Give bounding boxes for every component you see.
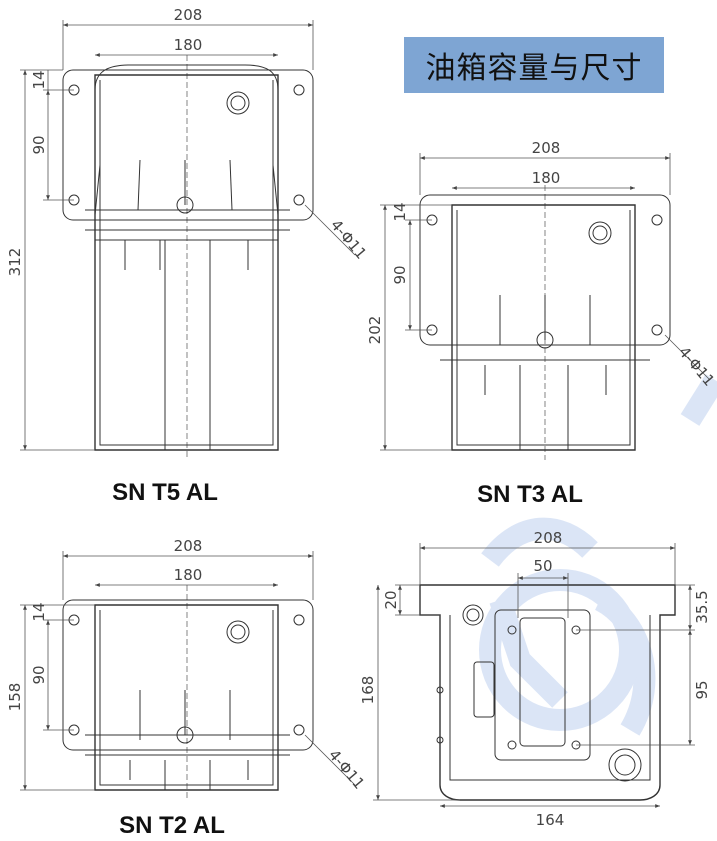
side-width-dim: 208 <box>534 529 563 547</box>
t2-bolt-pitch-dim: 90 <box>30 665 48 684</box>
t2-bolt-span-dim: 180 <box>174 566 203 584</box>
t5-holes-dim: 4-Φ11 <box>327 216 370 263</box>
t5-top-offset-dim: 14 <box>30 70 48 89</box>
t5-width-dim: 208 <box>174 6 203 24</box>
tank-t3-dimensions <box>380 153 711 451</box>
t3-height-dim: 202 <box>366 316 384 345</box>
t3-bolt-span-dim: 180 <box>532 169 561 187</box>
t5-height-dim: 312 <box>6 248 24 277</box>
side-view-drawing <box>419 584 676 801</box>
t3-model-label: SN T3 AL <box>477 481 583 508</box>
side-flange-dim: 20 <box>382 590 400 609</box>
t3-width-dim: 208 <box>532 139 561 157</box>
side-base-dim: 164 <box>536 811 565 829</box>
t3-holes-dim: 4-Φ11 <box>675 343 717 390</box>
side-view-dimensions <box>373 543 695 808</box>
side-height-dim: 168 <box>359 676 377 705</box>
t2-height-dim: 158 <box>6 683 24 712</box>
side-window-dim: 50 <box>533 557 552 575</box>
t3-top-offset-dim: 14 <box>391 202 409 221</box>
t5-bolt-span-dim: 180 <box>174 36 203 54</box>
tank-t2-dimensions <box>20 551 356 791</box>
tank-t5-dimensions <box>20 20 356 451</box>
t2-model-label: SN T2 AL <box>119 812 225 839</box>
tank-t3-drawing <box>419 185 671 460</box>
tank-t2-drawing <box>62 585 314 800</box>
page-title: 油箱容量与尺寸 <box>425 51 643 86</box>
t3-bolt-pitch-dim: 90 <box>391 265 409 284</box>
side-pitch-dim: 95 <box>693 680 711 699</box>
t2-width-dim: 208 <box>174 537 203 555</box>
t5-bolt-pitch-dim: 90 <box>30 135 48 154</box>
title-banner: 油箱容量与尺寸 <box>404 37 664 93</box>
t2-holes-dim: 4-Φ11 <box>325 746 368 793</box>
tank-t5-drawing <box>62 55 314 460</box>
watermark-logo <box>479 374 717 736</box>
side-top-offset-dim: 35.5 <box>693 590 711 623</box>
t5-model-label: SN T5 AL <box>112 479 218 506</box>
t2-top-offset-dim: 14 <box>30 602 48 621</box>
